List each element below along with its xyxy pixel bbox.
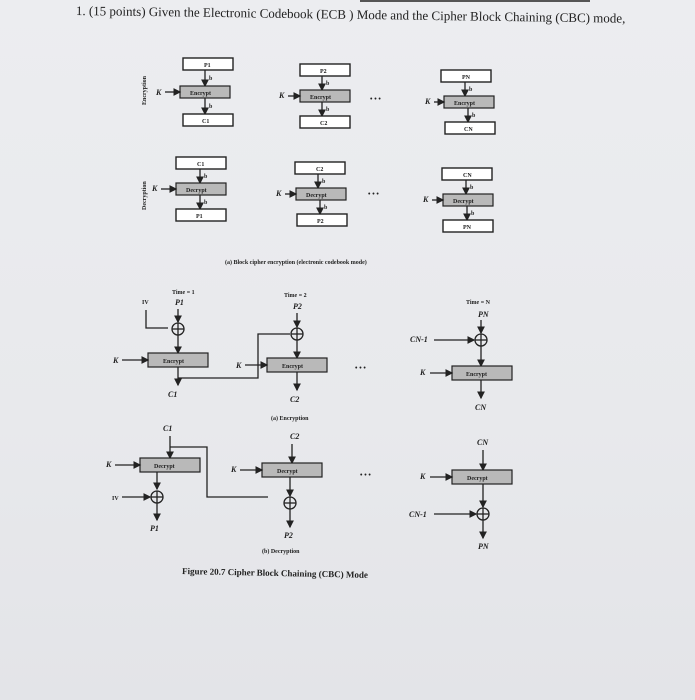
ecb-enc-block-2: P2 b Encrypt K b C2 — [278, 63, 351, 129]
svg-text:CN: CN — [463, 173, 472, 179]
svg-text:b: b — [471, 211, 475, 217]
svg-text:Decrypt: Decrypt — [154, 464, 175, 470]
svg-text:C2: C2 — [316, 167, 323, 173]
svg-text:b: b — [204, 174, 208, 180]
ecb-enc-cn: CN — [464, 127, 473, 133]
svg-text:Encrypt: Encrypt — [282, 364, 303, 370]
svg-text:IV: IV — [112, 496, 119, 502]
svg-text:b: b — [209, 76, 213, 82]
ecb-dec-decrypt-n: Decrypt — [453, 199, 474, 205]
svg-text:Encrypt: Encrypt — [163, 359, 184, 365]
svg-text:b: b — [469, 87, 473, 93]
ecb-enc-c1: C1 — [202, 119, 209, 125]
cbc-time-n: Time = N — [466, 300, 491, 306]
ecb-decryption-side-label: Decryption — [142, 181, 148, 210]
svg-text:CN: CN — [475, 403, 487, 412]
svg-text:b: b — [472, 113, 476, 119]
svg-text:PN: PN — [478, 542, 490, 551]
ecb-encryption-side-label: Encryption — [142, 75, 148, 105]
cbc-dec-caption: (b) Decryption — [262, 548, 300, 555]
top-rule — [360, 0, 590, 2]
svg-text:P2: P2 — [317, 219, 324, 225]
svg-text:K: K — [230, 465, 237, 474]
svg-text:b: b — [326, 81, 330, 87]
cbc-dec-ellipsis: • • • — [360, 471, 371, 479]
ecb-enc-ellipsis: • • • — [370, 95, 381, 103]
svg-text:K: K — [278, 91, 285, 100]
svg-text:CN-1: CN-1 — [410, 335, 428, 344]
svg-text:K: K — [419, 472, 426, 481]
ecb-enc-encrypt-2: Encrypt — [310, 95, 331, 101]
cbc-enc-caption: (a) Encryption — [271, 415, 309, 422]
svg-text:b: b — [209, 104, 213, 110]
svg-text:P1: P1 — [196, 214, 203, 220]
svg-text:K: K — [235, 361, 242, 370]
svg-text:K: K — [151, 184, 158, 193]
ecb-enc-encrypt-1: Encrypt — [190, 91, 211, 97]
svg-text:b: b — [470, 185, 474, 191]
svg-text:Decrypt: Decrypt — [467, 476, 488, 482]
ecb-dec-block-2: C2 b Decrypt K b P2 — [275, 161, 348, 227]
svg-text:K: K — [424, 97, 431, 106]
svg-text:C2: C2 — [290, 432, 299, 441]
ecb-enc-block-n: PN b Encrypt K b CN — [424, 69, 496, 135]
svg-text:b: b — [324, 205, 328, 211]
svg-text:K: K — [275, 189, 282, 198]
svg-text:C2: C2 — [290, 395, 299, 404]
svg-text:K: K — [419, 368, 426, 377]
svg-text:C1: C1 — [163, 424, 172, 433]
ecb-enc-encrypt-n: Encrypt — [454, 101, 475, 107]
cbc-enc-ellipsis: • • • — [355, 364, 366, 372]
cbc-enc-iv: IV — [142, 300, 149, 306]
ecb-dec-ellipsis: • • • — [368, 190, 379, 198]
svg-text:K: K — [155, 88, 162, 97]
svg-text:PN: PN — [463, 225, 472, 231]
ecb-dec-decrypt-2: Decrypt — [306, 193, 327, 199]
svg-text:PN: PN — [478, 310, 490, 319]
svg-text:P2: P2 — [293, 302, 302, 311]
ecb-dec-block-1: C1 b Decrypt K b P1 — [151, 156, 227, 222]
svg-text:Decrypt: Decrypt — [277, 469, 298, 475]
ecb-dec-decrypt-1: Decrypt — [186, 188, 207, 194]
svg-text:CN-1: CN-1 — [409, 510, 427, 519]
svg-text:K: K — [422, 195, 429, 204]
ecb-enc-p2: P2 — [320, 69, 327, 75]
ecb-enc-c2: C2 — [320, 121, 327, 127]
svg-text:b: b — [322, 179, 326, 185]
ecb-dec-block-n: CN b Decrypt K b PN — [422, 167, 494, 233]
cbc-time-2: Time = 2 — [284, 293, 307, 299]
svg-text:CN: CN — [477, 438, 489, 447]
cbc-time-1: Time = 1 — [172, 290, 195, 296]
svg-text:C1: C1 — [197, 162, 204, 168]
svg-text:K: K — [105, 460, 112, 469]
svg-text:P1: P1 — [150, 524, 159, 533]
svg-text:P1: P1 — [175, 298, 184, 307]
ecb-enc-block-1: P1 b Encrypt K b C1 — [155, 57, 234, 127]
ecb-caption: (a) Block cipher encryption (electronic … — [225, 259, 367, 266]
ecb-enc-pn: PN — [462, 75, 471, 81]
svg-text:b: b — [204, 200, 208, 206]
svg-text:K: K — [112, 356, 119, 365]
ecb-enc-p1: P1 — [204, 63, 211, 69]
svg-text:P2: P2 — [284, 531, 293, 540]
svg-text:Encrypt: Encrypt — [466, 372, 487, 378]
svg-text:C1: C1 — [168, 390, 177, 399]
figure-caption: Figure 20.7 Cipher Block Chaining (CBC) … — [182, 566, 368, 580]
svg-text:b: b — [326, 107, 330, 113]
